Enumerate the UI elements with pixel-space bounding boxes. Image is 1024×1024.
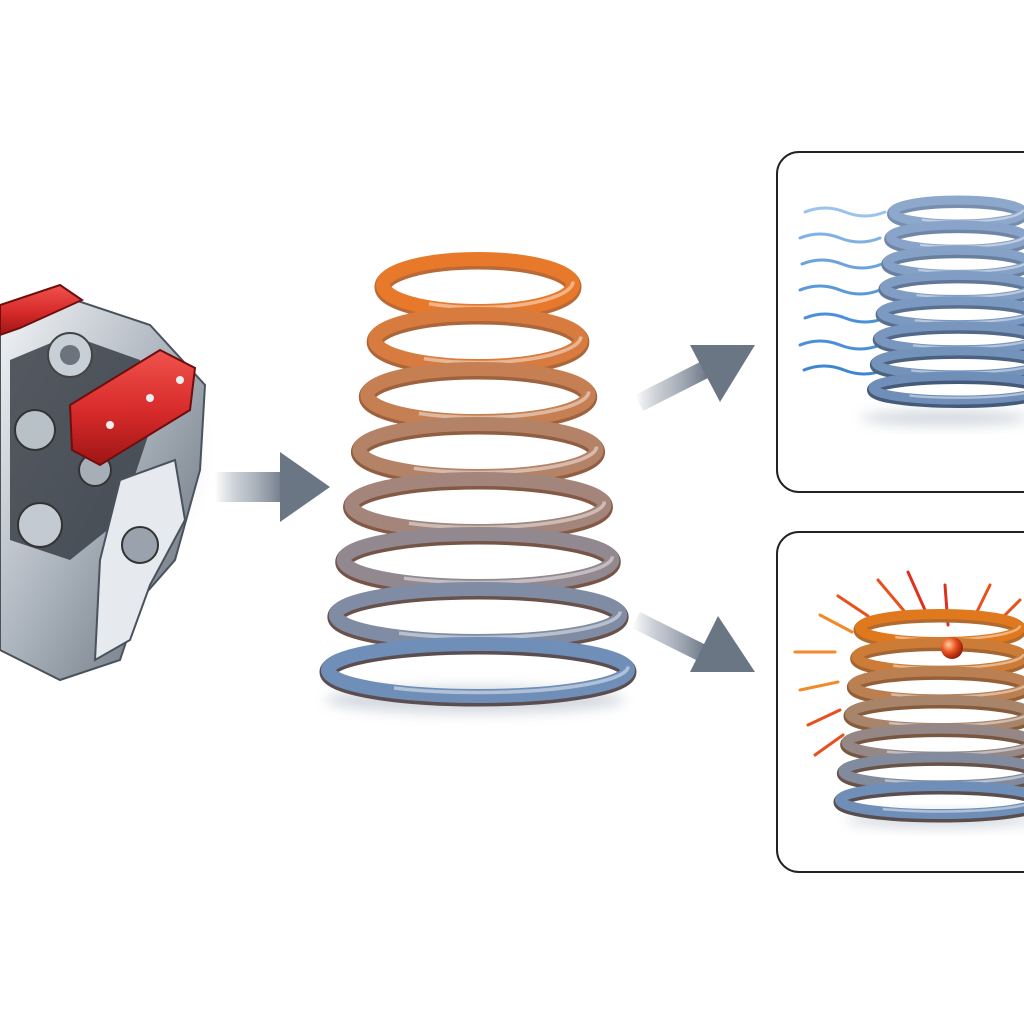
spring-coil-shine (326, 638, 630, 695)
engine-illustration-icon (0, 283, 207, 682)
spring-coil-highlight (868, 371, 1024, 405)
cool-outcome-panel (776, 151, 1024, 493)
spark-point-icon (941, 637, 963, 659)
airflow-icon (798, 206, 887, 376)
spring-coil-highlight (835, 781, 1024, 819)
spring-coil-shine (871, 372, 1024, 399)
arrow-spring-to-cool (635, 345, 755, 411)
heated-coil-spring-icon (319, 252, 637, 707)
arrow-spring-to-hot (632, 612, 755, 672)
main-spring-node (319, 252, 637, 714)
engine-node (0, 283, 220, 682)
arrow-engine-to-spring (215, 452, 330, 522)
spring-coil-highlight (321, 637, 635, 703)
overheat-outcome-panel (776, 531, 1024, 873)
overheated-spring-icon (833, 609, 1024, 823)
cooled-spring-icon (867, 195, 1024, 408)
spring-coil-shine (838, 782, 1024, 813)
